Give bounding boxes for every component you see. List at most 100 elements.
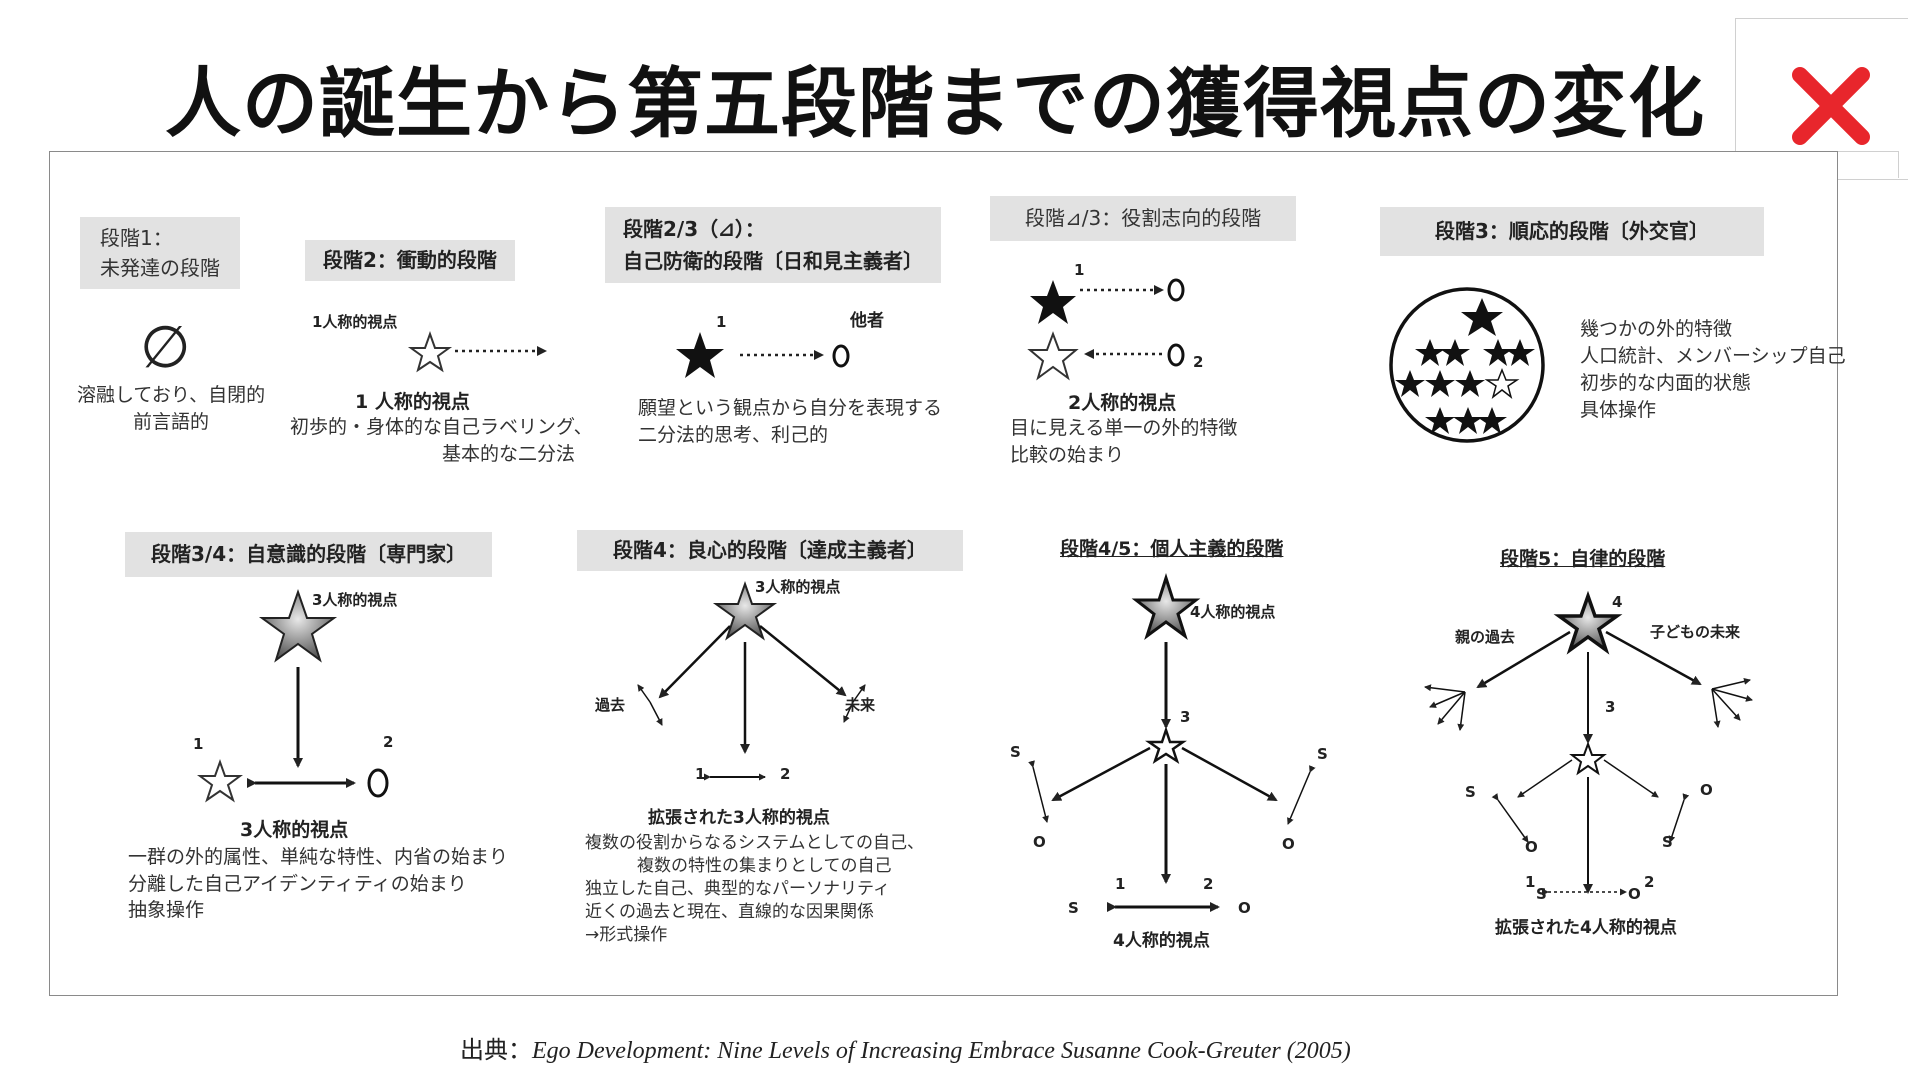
arrow-right: [759, 625, 847, 697]
star-outline-icon: [1145, 726, 1187, 764]
stage34-num1: 1: [193, 735, 204, 753]
short-arrow: [1711, 688, 1741, 721]
short-arrow: [649, 701, 663, 726]
star-outline-icon: [1569, 741, 1607, 776]
short-arrow: [1028, 760, 1049, 823]
stage2-desc-line2: 基本的な二分法: [442, 442, 576, 465]
stage45-s-left: S: [1010, 743, 1021, 761]
stage34-num2: 2: [383, 733, 394, 751]
stage3-label: 段階3：順応的段階〔外交官〕: [1380, 207, 1764, 256]
star-gradient-icon: [1553, 590, 1623, 655]
short-arrow: [1711, 688, 1753, 702]
close-icon[interactable]: [1786, 61, 1876, 151]
stage4-desc-line1: 複数の役割からなるシステムとしての自己、: [585, 833, 924, 853]
short-arrow: [1668, 793, 1690, 843]
star-filled-icon: [676, 332, 724, 378]
stage3-desc-line3: 初歩的な内面的状態: [1580, 371, 1752, 394]
stage4-desc-line2: 複数の特性の集まりとしての自己: [637, 855, 892, 876]
citation: 出典：Ego Development: Nine Levels of Incre…: [460, 1030, 1351, 1065]
stage5-s-right: S: [1662, 833, 1673, 851]
arrow-left: [1517, 759, 1573, 798]
star-gradient-icon: [1131, 573, 1201, 640]
stage23-label-line2: 自己防衛的段階〔日和見主義者〕: [623, 249, 923, 273]
stage5-num4: 4: [1612, 593, 1623, 611]
stage45-perspective: 4人称的視点: [1113, 931, 1210, 951]
stage45-s-right: S: [1317, 745, 1328, 763]
star-cluster-icon: [1395, 298, 1535, 434]
star-outline-icon: [407, 331, 453, 373]
stage43-label: 段階⊿/3：役割志向的段階: [990, 196, 1297, 241]
stage45-o-left: O: [1033, 833, 1046, 851]
stage45-num1: 1: [1115, 875, 1126, 893]
stage5-o-right: O: [1700, 781, 1713, 799]
stage45-o-bottom: O: [1238, 899, 1251, 917]
stage45-label: 段階4/5：個人主義的段階: [1060, 538, 1284, 560]
short-arrow: [1457, 691, 1466, 731]
stage4-perspective: 拡張された3人称的視点: [648, 808, 830, 828]
stage2-label: 段階2：衝動的段階: [305, 240, 515, 281]
short-arrow: [843, 701, 854, 723]
stage1-label: 段階1： 未発達の段階: [80, 217, 240, 289]
stage43-desc-line1: 目に見える単一の外的特徴: [1010, 417, 1238, 439]
short-arrow: [1287, 765, 1316, 825]
stage4-future: 未来: [845, 696, 876, 714]
short-arrow: [852, 684, 866, 703]
stage4-num1: 1: [695, 765, 706, 783]
stage2-perspective-small: 1人称的視点: [312, 313, 398, 331]
other-circle-icon: [1167, 343, 1185, 367]
arrow-left: [1476, 630, 1571, 689]
stage2-desc-line1: 初歩的・身体的な自己ラベリング、: [290, 416, 593, 438]
stage5-child-future: 子どもの未来: [1650, 623, 1741, 641]
stage43-desc-line2: 比較の始まり: [1010, 443, 1125, 466]
stage45-num2: 2: [1203, 875, 1214, 893]
stage23-other: 他者: [850, 311, 884, 331]
stage23-desc-line2: 二分法的思考、利己的: [638, 423, 829, 446]
stage3-desc: 幾つかの外的特徴 人口統計、メンバーシップ自己 初歩的な内面的状態 具体操作: [1580, 316, 1846, 424]
short-arrow: [1424, 684, 1466, 693]
short-arrow: [1429, 691, 1466, 708]
arrow-left: [658, 625, 731, 699]
arrow-left: [1051, 746, 1151, 802]
arrow-right: [1181, 746, 1278, 802]
short-arrow: [1711, 688, 1721, 728]
short-arrow: [1711, 677, 1751, 690]
stage5-s-left: S: [1465, 783, 1476, 801]
stage34-perspective: 3人称的視点: [240, 819, 349, 841]
other-circle-icon: [832, 344, 850, 368]
stage4-top-perspective: 3人称的視点: [755, 578, 841, 596]
stage45-s-bottom: S: [1068, 899, 1079, 917]
stage34-desc: 一群の外的属性、単純な特性、内省の始まり 分離した自己アイデンティティの始まり …: [128, 844, 508, 924]
other-circle-icon: [367, 768, 389, 798]
stage1-desc-line2: 前言語的: [133, 410, 210, 433]
stage3-desc-line4: 具体操作: [1580, 398, 1657, 421]
short-arrow: [637, 684, 651, 703]
stage1-desc-line1: 溶融しており、自閉的: [77, 384, 266, 406]
star-filled-icon: [1030, 280, 1076, 324]
stage5-label: 段階5：自律的段階: [1500, 548, 1666, 570]
short-arrow: [1437, 691, 1466, 725]
star-gradient-icon: [258, 588, 338, 663]
stage4-past: 過去: [595, 696, 626, 714]
stage5-perspective: 拡張された4人称的視点: [1495, 918, 1677, 938]
stage5-o-bottom: O: [1628, 885, 1641, 903]
stage34-desc-line2: 分離した自己アイデンティティの始まり: [128, 872, 467, 895]
stage4-desc-line3: 独立した自己、典型的なパーソナリティ: [585, 878, 890, 899]
stage34-desc-line1: 一群の外的属性、単純な特性、内省の始まり: [128, 846, 509, 868]
stage43-num2: 2: [1193, 353, 1204, 371]
stage34-desc-line3: 抽象操作: [128, 899, 205, 922]
star-gradient-icon: [712, 580, 778, 641]
stage5-s-bottom: S: [1536, 885, 1547, 903]
stage4-label: 段階4：良心的段階〔達成主義者〕: [577, 530, 963, 571]
stage43-perspective: 2人称的視点: [1068, 392, 1177, 414]
arrow-right: [1603, 759, 1659, 798]
stage5-o-left: O: [1525, 838, 1538, 856]
stage1-label-line2: 未発達の段階: [100, 256, 220, 280]
stage2-desc: 初歩的・身体的な自己ラベリング、 基本的な二分法: [290, 414, 593, 467]
short-arrow: [1491, 793, 1529, 843]
arrow-right: [1605, 630, 1702, 686]
stage5-num1: 1: [1525, 873, 1536, 891]
stage4-num2: 2: [780, 765, 791, 783]
stage2-perspective: 1 人称的視点: [355, 391, 470, 413]
diagram-frame: 段階1： 未発達の段階 ∅ 溶融しており、自閉的 前言語的 段階2：衝動的段階 …: [49, 151, 1846, 996]
stage3-desc-line1: 幾つかの外的特徴: [1580, 318, 1733, 340]
